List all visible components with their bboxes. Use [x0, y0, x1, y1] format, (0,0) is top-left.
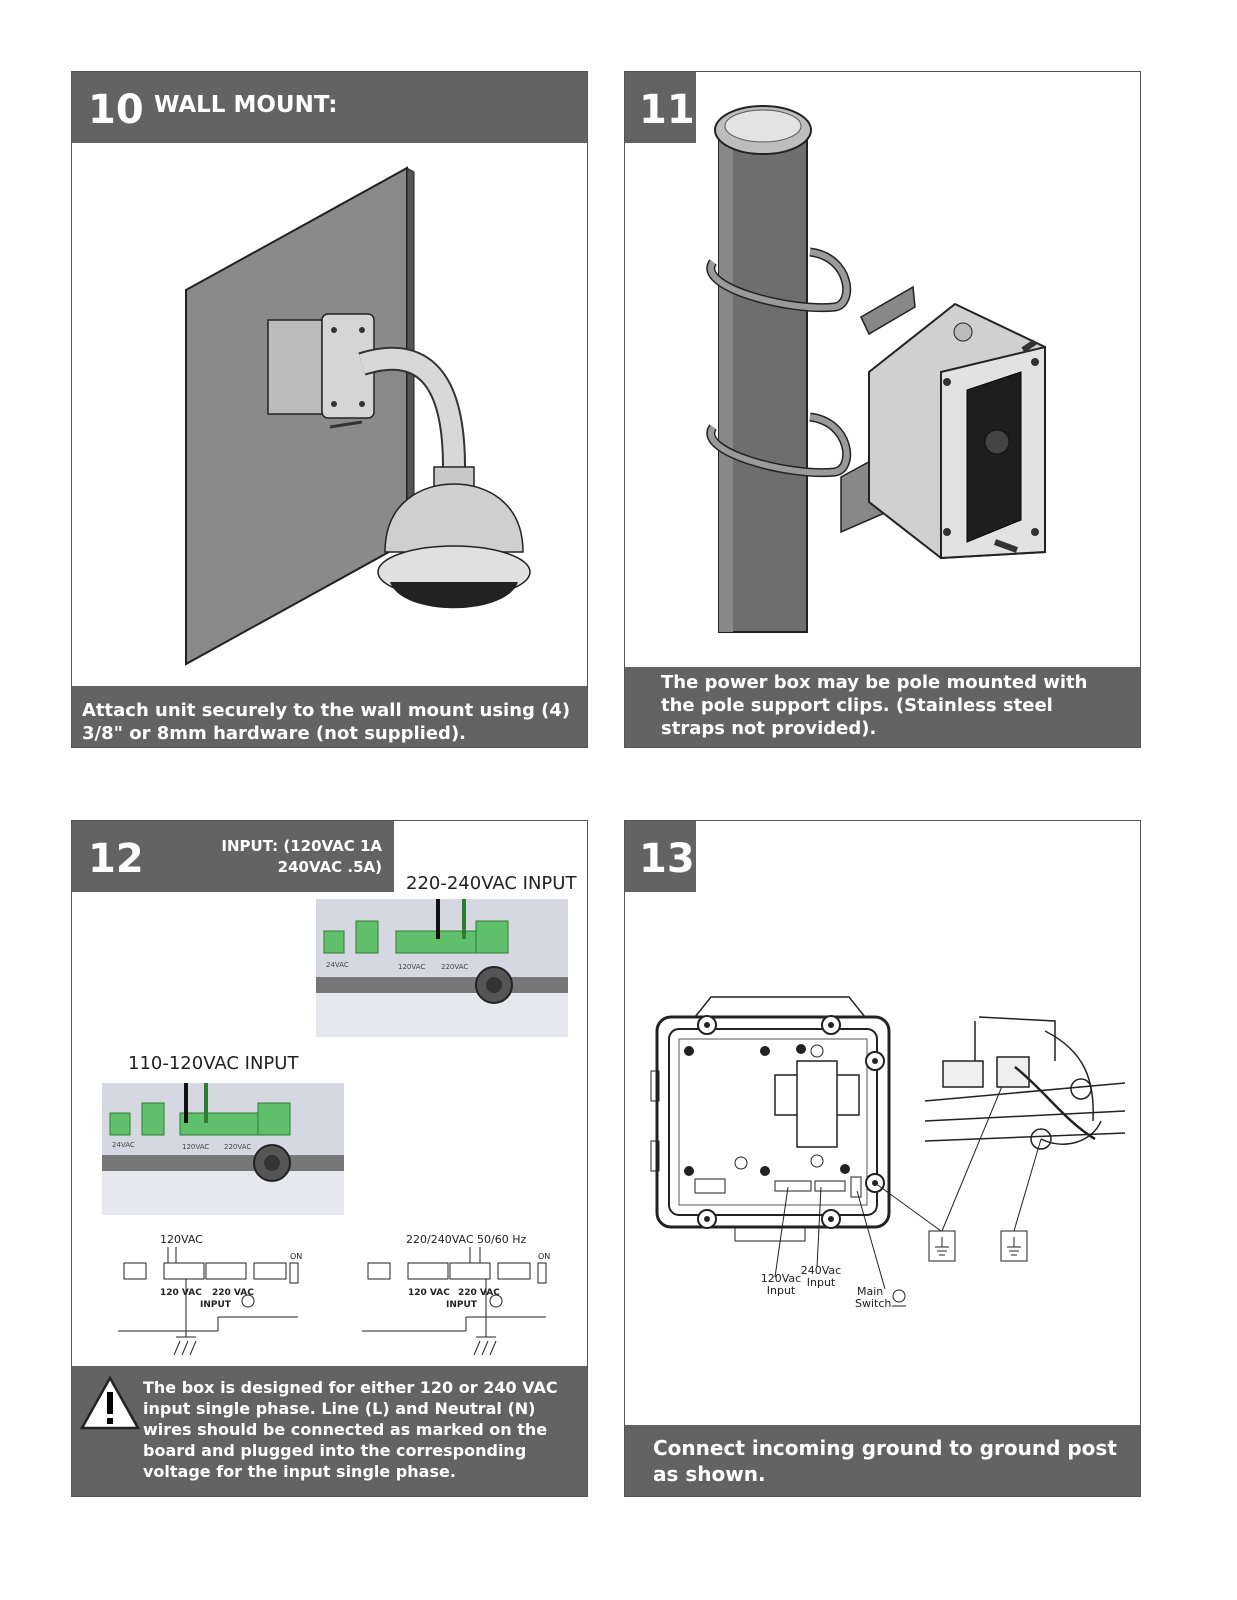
- panel-10: 10 WALL MOUNT: Attach unit securely to t…: [71, 71, 588, 748]
- diagram-220-label-2: 220 VAC: [458, 1288, 500, 1298]
- panel-13-header: 13: [625, 821, 696, 892]
- step-number: 12: [88, 836, 144, 882]
- panel-12-caption-text: The box is designed for either 120 or 24…: [143, 1378, 558, 1481]
- panel-11-caption: The power box may be pole mounted with t…: [625, 667, 1140, 747]
- input-rating-line1: INPUT: (120VAC 1A: [221, 837, 382, 855]
- panel-13: 13: [624, 820, 1141, 1497]
- label-main-switch-line1: Main: [857, 1285, 884, 1298]
- step-number: 10: [88, 87, 144, 133]
- diagram-input-label: INPUT: [200, 1300, 232, 1310]
- panel-11: 11 The power box may be pole mounted wit…: [624, 71, 1141, 748]
- terminal-photo-110: 24VAC 120VAC 220VAC: [102, 1083, 344, 1215]
- photo-24vac-label: 24VAC: [326, 961, 349, 969]
- pole-mount-illustration: [706, 105, 1046, 633]
- panel-12: 12 INPUT: (120VAC 1A 240VAC .5A) 220-240…: [71, 820, 588, 1497]
- panel-11-header: 11: [625, 72, 696, 143]
- label-240vac-input: 240Vac Input: [800, 1264, 842, 1289]
- photo-220vac-label: 220VAC: [441, 963, 468, 971]
- wall-mount-illustration: [185, 166, 531, 666]
- diagram-right-top-label: 220/240VAC 50/60 Hz: [406, 1233, 526, 1246]
- wiring-diagram-120: 120VAC ON 120 VAC 220 VAC INPUT: [118, 1233, 302, 1356]
- diagram-left-top-label: 120VAC: [160, 1233, 203, 1246]
- panel-12-header: 12 INPUT: (120VAC 1A 240VAC .5A): [72, 821, 394, 892]
- panel-13-caption: Connect incoming ground to ground post a…: [625, 1425, 1140, 1496]
- diagram-120-label: 120 VAC: [160, 1288, 202, 1298]
- diagram-on-label-2: ON: [538, 1252, 550, 1261]
- panel-title: WALL MOUNT:: [154, 92, 338, 118]
- switch-off-icon: [892, 1289, 906, 1307]
- photo-220-label: 220-240VAC INPUT: [406, 873, 577, 894]
- photo-120vac-label: 120VAC: [398, 963, 425, 971]
- photo-110-label: 110-120VAC INPUT: [128, 1053, 299, 1074]
- photo-24vac-label-2: 24VAC: [112, 1141, 135, 1149]
- label-120vac-input: 120Vac Input: [760, 1272, 802, 1297]
- panel-12-caption: The box is designed for either 120 or 24…: [72, 1366, 587, 1496]
- photo-220vac-label-2: 220VAC: [224, 1143, 251, 1151]
- diagram-on-label: ON: [290, 1252, 302, 1261]
- warning-icon: [79, 1375, 141, 1430]
- panel-10-header: 10 WALL MOUNT:: [72, 72, 587, 143]
- diagram-input-label-2: INPUT: [446, 1300, 478, 1310]
- step-number: 13: [639, 836, 695, 882]
- panel-10-caption: Attach unit securely to the wall mount u…: [72, 686, 587, 747]
- terminal-photo-220: 24VAC 120VAC 220VAC: [316, 899, 568, 1037]
- input-rating-line2: 240VAC .5A): [277, 858, 382, 876]
- step-number: 11: [639, 87, 695, 133]
- label-main-switch-line2: Switch: [855, 1297, 892, 1310]
- diagram-120-label-2: 120 VAC: [408, 1288, 450, 1298]
- photo-120vac-label-2: 120VAC: [182, 1143, 209, 1151]
- diagram-220-label: 220 VAC: [212, 1288, 254, 1298]
- ground-connection-illustration: [650, 996, 1126, 1290]
- wiring-diagram-220: 220/240VAC 50/60 Hz ON 120 VAC 220 VAC I…: [362, 1233, 550, 1356]
